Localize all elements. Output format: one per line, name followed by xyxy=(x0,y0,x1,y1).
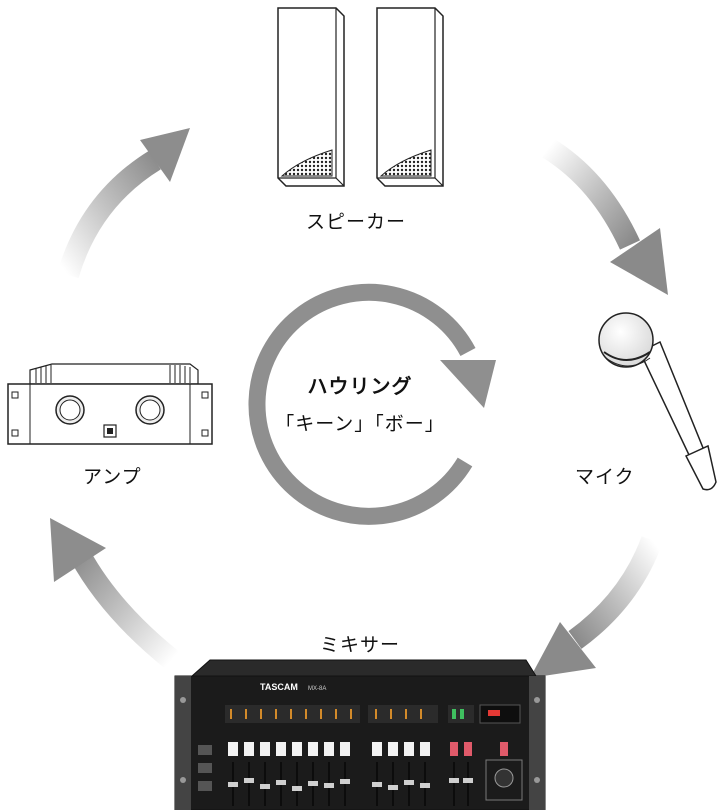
mixer-label: ミキサー xyxy=(320,634,401,656)
arrow-speaker-to-mic xyxy=(542,138,668,295)
amp-label: アンプ xyxy=(83,466,142,488)
mic-label: マイク xyxy=(575,466,635,488)
speaker-label: スピーカー xyxy=(306,211,407,233)
arrow-mic-to-mixer xyxy=(530,536,663,678)
mixer-model: MX-8A xyxy=(308,686,326,692)
howling-sound-description: 「キーン」「ボー」 xyxy=(275,413,445,435)
arrow-amp-to-speaker xyxy=(57,128,190,279)
speaker-left-icon xyxy=(277,7,345,187)
amplifier-icon xyxy=(7,363,213,445)
mixer-icon: TASCAM MX-8A xyxy=(174,659,546,810)
mixer-brand: TASCAM xyxy=(260,682,298,692)
arrow-mixer-to-amp xyxy=(50,518,179,669)
microphone-icon xyxy=(598,312,717,491)
howling-loop-arrow xyxy=(248,283,496,525)
speaker-right-icon xyxy=(376,7,444,187)
howling-title: ハウリング xyxy=(307,374,413,398)
